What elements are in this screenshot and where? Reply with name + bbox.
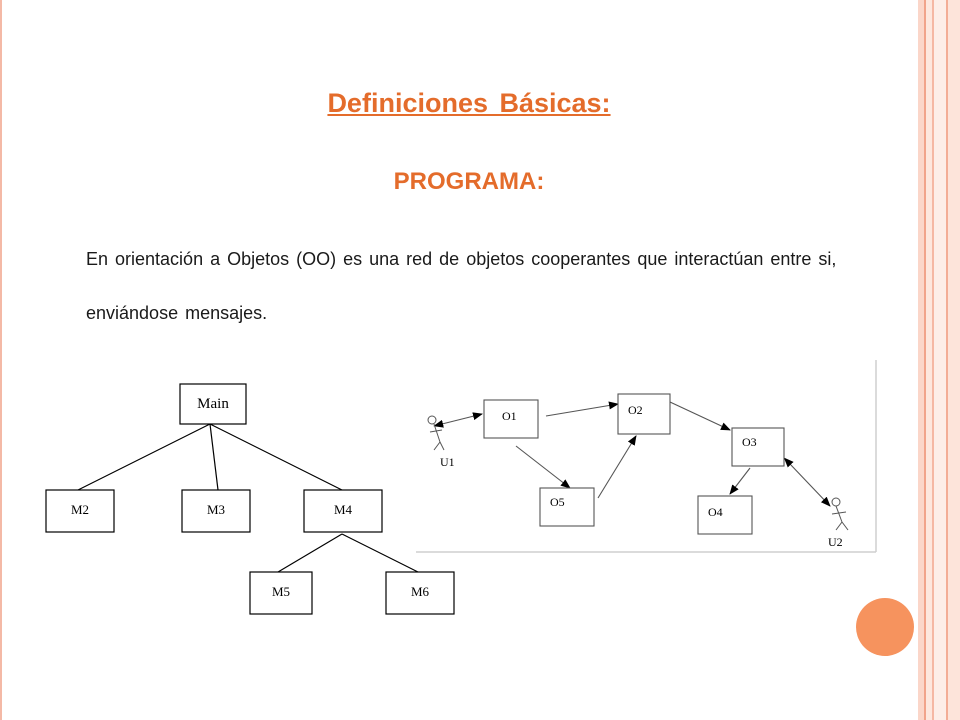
edge-o3-u2 <box>783 457 831 507</box>
edge-o2-o3 <box>669 401 731 431</box>
user-u2-icon <box>831 497 849 531</box>
edge-m4-m5 <box>277 533 343 573</box>
object-o2: O2 <box>617 393 671 435</box>
object-o3: O3 <box>731 427 785 467</box>
object-o5-label: O5 <box>550 495 565 509</box>
node-m4: M4 <box>303 489 383 533</box>
object-o1: O1 <box>483 399 539 439</box>
edge-o1-o2 <box>545 401 619 417</box>
edge-o1-o5 <box>515 445 571 489</box>
node-m2: M2 <box>45 489 115 533</box>
node-m6: M6 <box>385 571 455 615</box>
user-u1-icon <box>427 415 445 451</box>
edge-m4-m6 <box>341 533 419 573</box>
right-border-decoration <box>918 0 960 720</box>
object-network-diagram: O1 O2 O3 O5 O4 U1 U2 <box>416 360 877 553</box>
object-o4: O4 <box>697 495 753 535</box>
hierarchy-diagram: Main M2 M3 M4 M5 M6 <box>45 383 455 615</box>
node-m4-label: M4 <box>334 502 353 517</box>
slide-title: Definiciones Básicas: <box>327 88 611 118</box>
object-o3-label: O3 <box>742 435 757 449</box>
edge-o5-o2 <box>597 435 637 499</box>
slide-paragraph: En orientación a Objetos (OO) es una red… <box>86 249 837 323</box>
object-o5: O5 <box>539 487 595 527</box>
node-m3-label: M3 <box>207 502 225 517</box>
edge-u1-o1 <box>433 412 483 428</box>
decorative-circle <box>856 598 914 656</box>
node-m6-label: M6 <box>411 584 430 599</box>
node-main-label: Main <box>197 396 229 412</box>
edge-main-m2 <box>77 423 211 491</box>
object-o4-label: O4 <box>708 505 723 519</box>
node-main: Main <box>179 383 247 425</box>
slide-subtitle: PROGRAMA: <box>393 168 545 195</box>
node-m5-label: M5 <box>272 584 290 599</box>
left-border-decoration <box>0 0 8 720</box>
edge-main-m4 <box>209 423 343 491</box>
node-m2-label: M2 <box>71 502 89 517</box>
node-m3: M3 <box>181 489 251 533</box>
object-o1-label: O1 <box>502 409 517 423</box>
user-u2-label: U2 <box>828 535 843 549</box>
object-o2-label: O2 <box>628 403 643 417</box>
user-u1-label: U1 <box>440 455 455 469</box>
edge-o3-o4 <box>729 467 751 495</box>
edge-main-m3 <box>209 423 219 491</box>
node-m5: M5 <box>249 571 313 615</box>
